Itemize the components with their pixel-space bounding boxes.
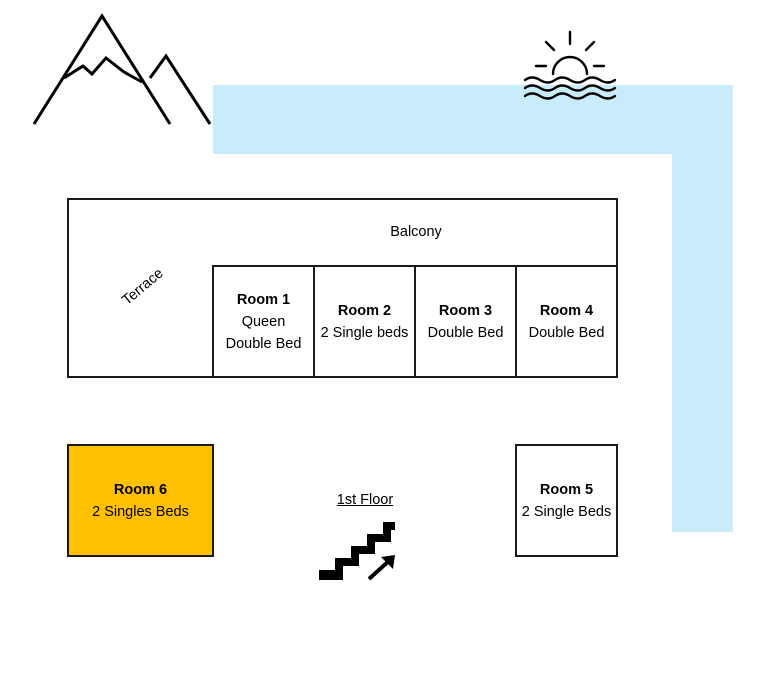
room-5[interactable]: Room 5 2 Single Beds — [515, 444, 618, 557]
room-bed-type: Double Bed — [528, 324, 605, 341]
room-4[interactable]: Room 4 Double Bed — [515, 265, 618, 378]
water-strip-right — [672, 85, 733, 532]
room-name: Room 5 — [539, 481, 594, 498]
room-bed-type: 2 Singles Beds — [92, 503, 189, 520]
room-bed-type: 2 Single Beds — [521, 503, 612, 520]
room-bed-type: Double Bed — [225, 335, 302, 352]
room-name: Room 6 — [113, 481, 168, 498]
room-bed-type: Queen — [241, 313, 286, 330]
room-name: Room 2 — [337, 302, 392, 319]
sunset-over-water-icon — [523, 30, 617, 100]
mountain-icon — [32, 13, 212, 125]
building-outline — [67, 198, 618, 378]
room-2[interactable]: Room 2 2 Single beds — [313, 265, 416, 378]
stairs-up-icon[interactable] — [317, 518, 397, 584]
room-bed-type: 2 Single beds — [320, 324, 409, 341]
floor-label: 1st Floor — [336, 492, 394, 508]
room-name: Room 3 — [438, 302, 493, 319]
room-6[interactable]: Room 6 2 Singles Beds — [67, 444, 214, 557]
room-name: Room 4 — [539, 302, 594, 319]
room-name: Room 1 — [236, 291, 291, 308]
room-bed-type: Double Bed — [427, 324, 504, 341]
room-1[interactable]: Room 1 Queen Double Bed — [212, 265, 315, 378]
water-strip-top — [213, 85, 733, 154]
balcony-label: Balcony — [390, 224, 442, 240]
room-3[interactable]: Room 3 Double Bed — [414, 265, 517, 378]
